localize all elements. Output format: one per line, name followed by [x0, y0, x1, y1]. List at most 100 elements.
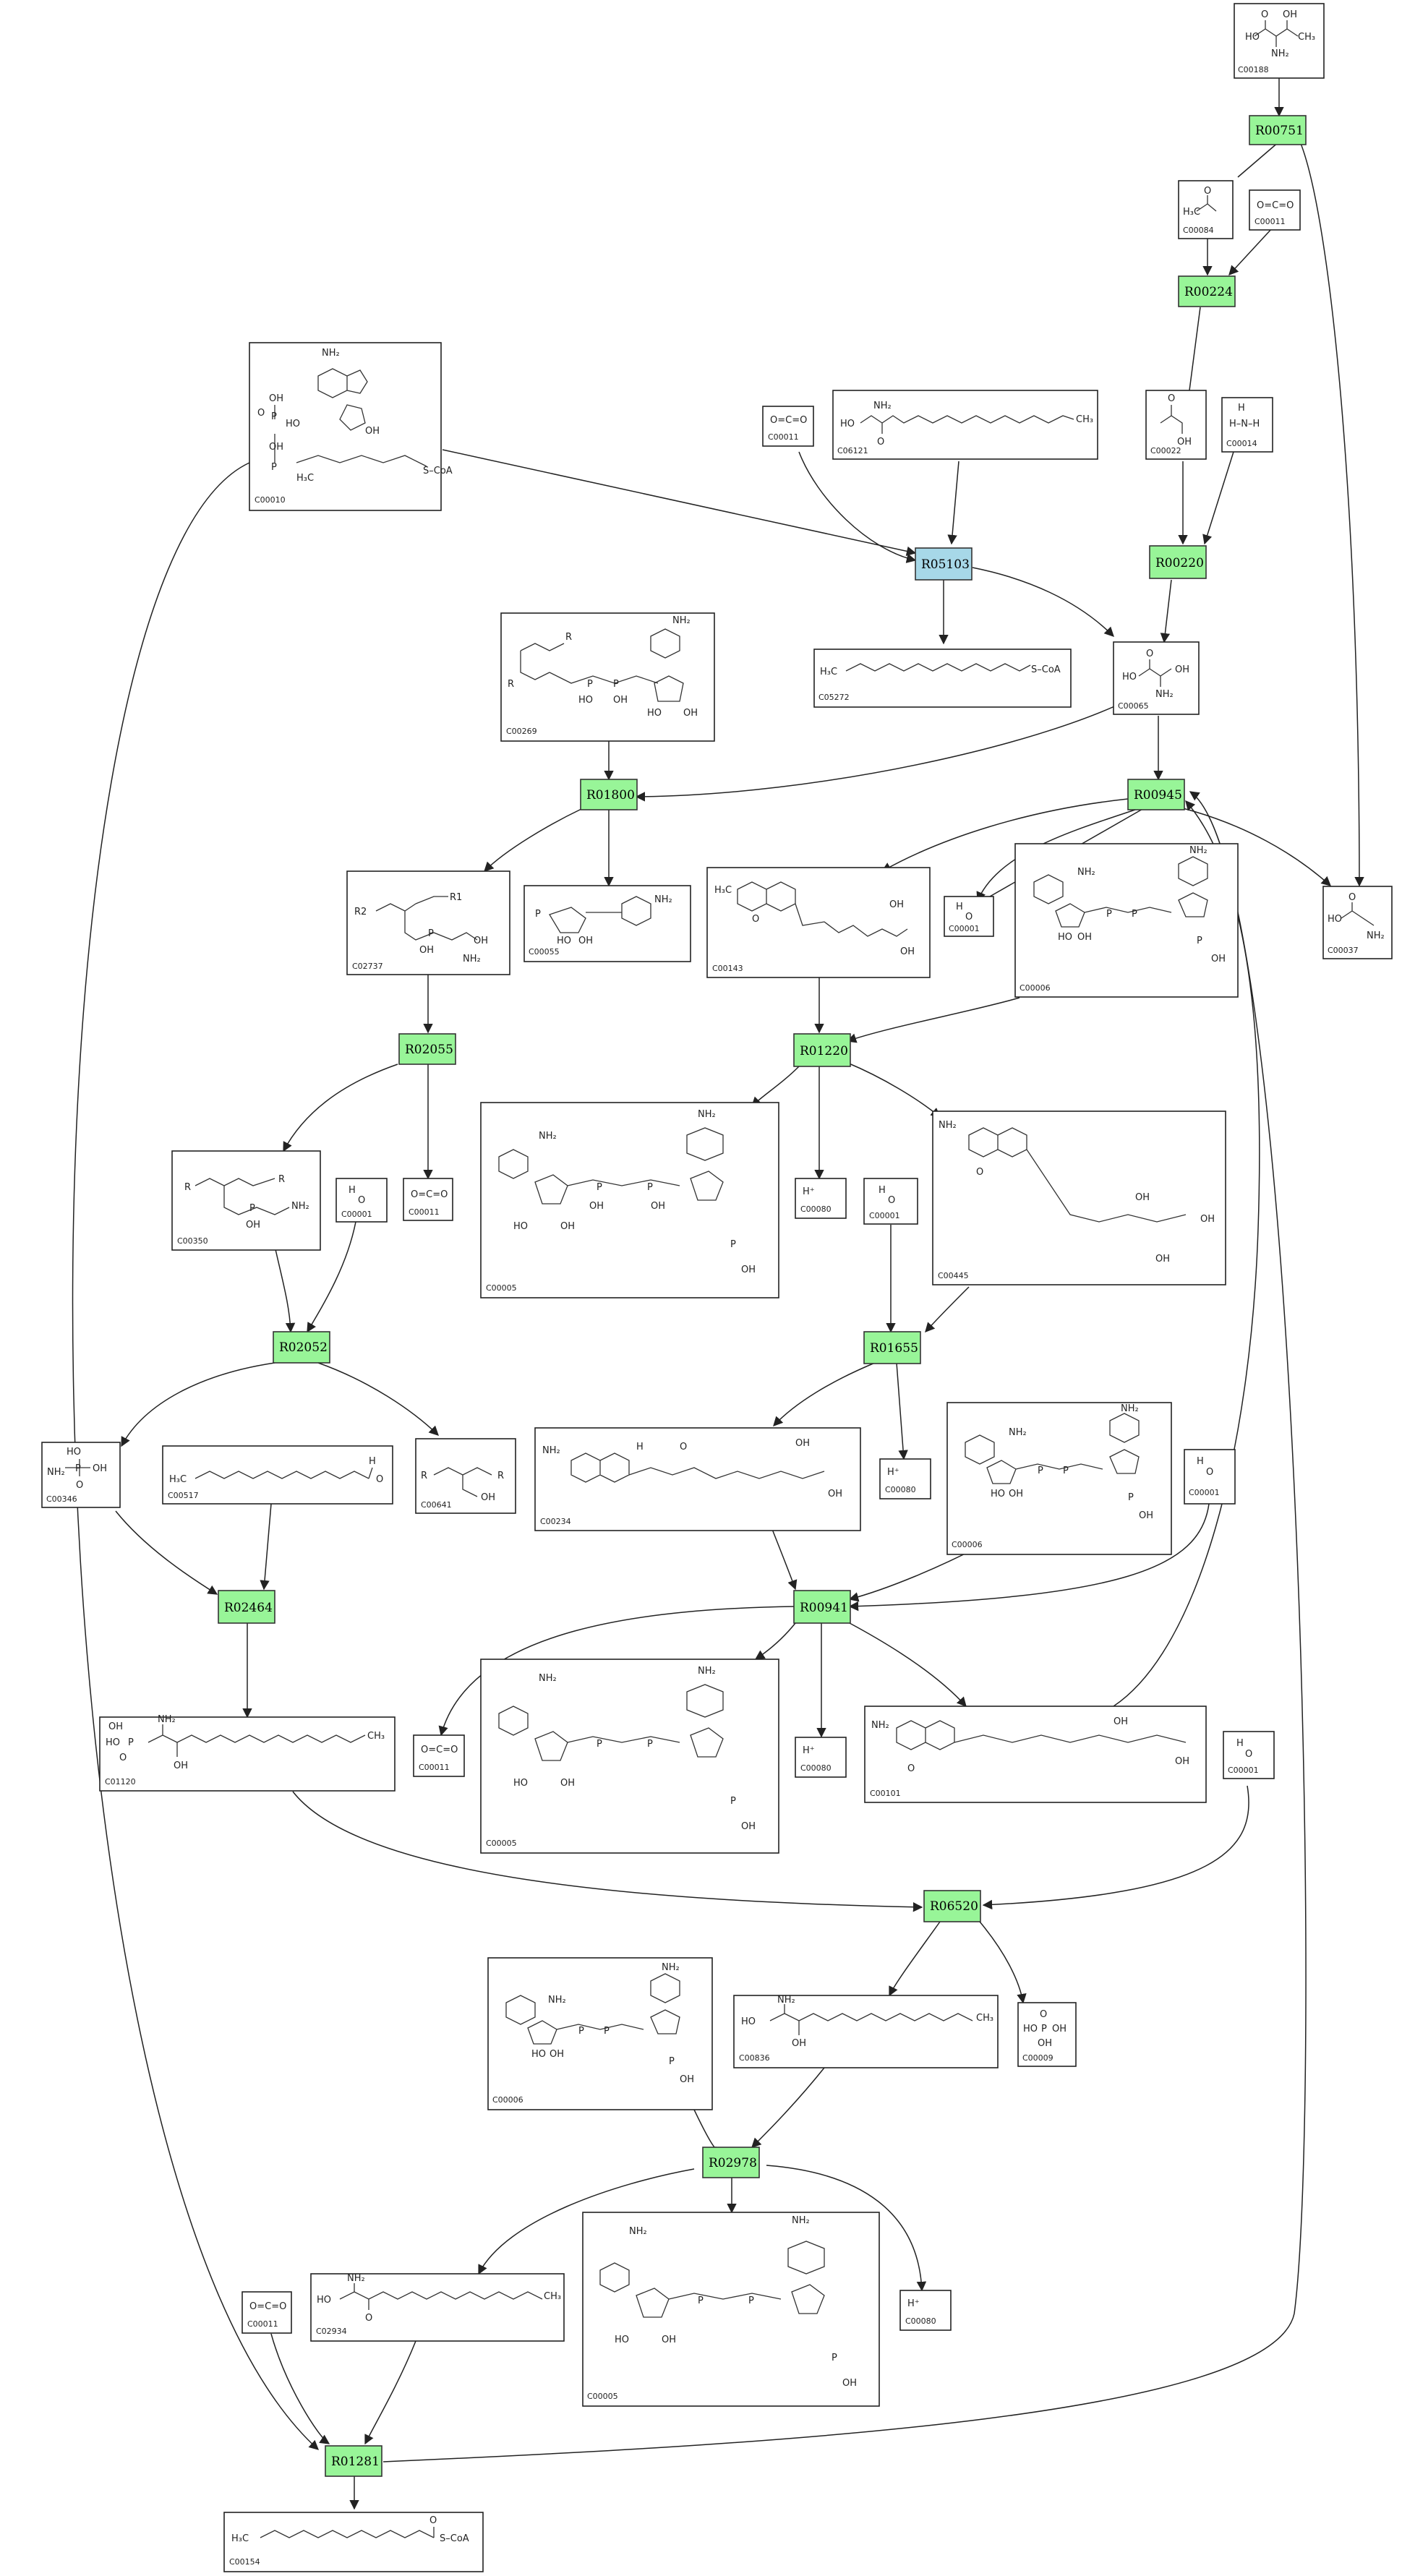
compound-c01120[interactable]: OH HO P O NH₂ OH CH₃ C01120: [99, 1714, 396, 1792]
compound-c00001[interactable]: H O C00001: [1223, 1731, 1275, 1779]
svg-text:CH₃: CH₃: [1076, 414, 1093, 425]
compound-c00006[interactable]: NH₂ NH₂ P P HO OH P OH C00006: [1014, 843, 1239, 998]
compound-c06121[interactable]: HO NH₂ O CH₃ C06121: [832, 390, 1098, 460]
svg-text:OH: OH: [651, 1201, 665, 1212]
compound-c00084[interactable]: H₃C O C00084: [1178, 180, 1234, 239]
edge: [1237, 141, 1280, 178]
svg-text:OH: OH: [900, 946, 915, 957]
reaction-r02464[interactable]: R02464: [218, 1590, 275, 1624]
reaction-r00941[interactable]: R00941: [793, 1590, 851, 1624]
svg-text:OH: OH: [1038, 2038, 1052, 2049]
reaction-r05103[interactable]: R05103: [915, 547, 973, 581]
svg-text:P: P: [597, 1739, 602, 1750]
reaction-r00945[interactable]: R00945: [1127, 779, 1185, 810]
compound-c00014[interactable]: H H–N–H C00014: [1221, 397, 1273, 453]
svg-text:OH: OH: [589, 1201, 604, 1212]
compound-c00836[interactable]: HO NH₂ OH CH₃ C00836: [733, 1995, 999, 2068]
reaction-r01655[interactable]: R01655: [863, 1331, 921, 1364]
compound-c00022[interactable]: O OH C00022: [1145, 390, 1207, 460]
compound-c00037[interactable]: HO O NH₂ C00037: [1322, 886, 1393, 959]
svg-text:C00350: C00350: [177, 1236, 208, 1246]
compound-c00001[interactable]: H O C00001: [863, 1178, 918, 1225]
reaction-r01800[interactable]: R01800: [580, 779, 638, 810]
svg-text:C00001: C00001: [341, 1210, 372, 1219]
compound-c00234[interactable]: NH₂ OH OH H O C00234: [534, 1427, 861, 1531]
svg-text:HO: HO: [106, 1737, 120, 1748]
svg-text:H₃C: H₃C: [296, 473, 314, 484]
svg-text:R06520: R06520: [930, 1899, 978, 1914]
reaction-r01220[interactable]: R01220: [793, 1033, 851, 1067]
compound-c00006[interactable]: NH₂ NH₂ P P HO OH P OH C00006: [487, 1957, 713, 2110]
reaction-r00224[interactable]: R00224: [1178, 275, 1236, 307]
compound-c00055[interactable]: P HO OH NH₂ C00055: [523, 885, 691, 962]
svg-text:C00006: C00006: [492, 2095, 523, 2105]
svg-text:HO: HO: [1122, 672, 1137, 682]
compound-c00011[interactable]: O=C=O C00011: [241, 2291, 292, 2334]
svg-text:R: R: [508, 679, 514, 690]
svg-text:C00011: C00011: [768, 432, 799, 442]
svg-text:C00006: C00006: [952, 1540, 983, 1549]
compound-c00010[interactable]: NH₂ OH O P HO OH P H₃C OH S–CoA C00010: [249, 342, 453, 511]
reaction-r01281[interactable]: R01281: [325, 2445, 382, 2477]
svg-text:C00346: C00346: [46, 1494, 77, 1504]
svg-text:C00011: C00011: [419, 1763, 450, 1772]
compound-c00006[interactable]: NH₂ NH₂ P P HO OH P OH C00006: [946, 1402, 1172, 1555]
compound-c00001[interactable]: H O C00001: [944, 896, 994, 937]
compound-c00009[interactable]: O HO P OH OH C00009: [1017, 2002, 1077, 2067]
compound-c00005[interactable]: NH₂ NH₂ P P HO OH OH OH P OH C00005: [480, 1102, 779, 1298]
compound-c00080[interactable]: H⁺ C00080: [899, 2290, 952, 2331]
svg-text:OH: OH: [1283, 9, 1297, 20]
compound-c02934[interactable]: HO NH₂ O CH₃ C02934: [310, 2273, 565, 2342]
compound-c00269[interactable]: NH₂ R R P P HO OH HO OH C00269: [500, 612, 715, 742]
svg-text:H: H: [879, 1185, 886, 1196]
svg-text:C00037: C00037: [1328, 946, 1359, 955]
compound-c00143[interactable]: H₃C OH OH O C00143: [706, 867, 931, 978]
compound-c00154[interactable]: H₃C O S–CoA C00154: [223, 2512, 484, 2572]
svg-text:P: P: [271, 411, 277, 422]
svg-text:C00055: C00055: [529, 947, 560, 957]
compound-c02737[interactable]: R2 R1 P OH OH NH₂ C02737: [346, 870, 510, 975]
svg-text:C00011: C00011: [247, 2319, 278, 2329]
compound-c00001[interactable]: H O C00001: [1184, 1449, 1236, 1505]
svg-text:NH₂: NH₂: [347, 2273, 365, 2284]
compound-c00011[interactable]: O=C=O C00011: [413, 1734, 465, 1777]
reaction-r06520[interactable]: R06520: [923, 1890, 981, 1922]
compound-c00080[interactable]: H⁺ C00080: [795, 1178, 847, 1219]
svg-text:C06121: C06121: [837, 446, 868, 455]
svg-text:HO: HO: [1328, 914, 1342, 925]
compound-c00005[interactable]: NH₂ NH₂ P P HO OH P OH C00005: [582, 2212, 880, 2407]
compound-c05272[interactable]: H₃C S–CoA C05272: [813, 649, 1072, 708]
compound-c00011[interactable]: O=C=O C00011: [403, 1178, 453, 1221]
svg-text:R: R: [421, 1471, 427, 1481]
svg-text:NH₂: NH₂: [463, 954, 481, 964]
compound-c00080[interactable]: H⁺ C00080: [795, 1737, 847, 1778]
compound-c00011[interactable]: O=C=O C00011: [1249, 189, 1301, 231]
svg-text:OH: OH: [680, 2074, 694, 2085]
svg-text:O: O: [907, 1763, 915, 1774]
compound-c00101[interactable]: NH₂ OH OH O C00101: [864, 1706, 1207, 1803]
reaction-r02055[interactable]: R02055: [398, 1033, 456, 1065]
svg-text:C00005: C00005: [486, 1839, 517, 1848]
svg-text:H: H: [1197, 1456, 1204, 1467]
reaction-r00220[interactable]: R00220: [1149, 545, 1207, 579]
compound-c00641[interactable]: R R OH C00641: [415, 1438, 516, 1514]
svg-text:P: P: [698, 2295, 704, 2306]
compound-c00346[interactable]: HO NH₂ P OH O C00346: [41, 1442, 121, 1508]
compound-c00188[interactable]: HO O OH CH₃ NH₂ C00188: [1234, 3, 1325, 79]
svg-text:R: R: [497, 1471, 504, 1481]
svg-text:H: H: [349, 1185, 356, 1196]
compound-c00080[interactable]: H⁺ C00080: [879, 1458, 931, 1499]
compound-c00001[interactable]: H O C00001: [335, 1178, 388, 1223]
reaction-r02052[interactable]: R02052: [273, 1331, 330, 1364]
svg-text:OH: OH: [1114, 1716, 1128, 1727]
compound-c00065[interactable]: HO O OH NH₂ C00065: [1113, 641, 1200, 715]
compound-c00005[interactable]: NH₂ NH₂ P P HO OH P OH C00005: [480, 1659, 779, 1854]
compound-c00445[interactable]: NH₂ OH OH OH O C00445: [932, 1111, 1226, 1285]
compound-c00011[interactable]: O=C=O C00011: [762, 406, 814, 447]
compound-c00517[interactable]: H₃C H O C00517: [162, 1445, 393, 1505]
reaction-r00751[interactable]: R00751: [1249, 115, 1307, 145]
compound-c00350[interactable]: R R P OH NH₂ C00350: [171, 1150, 321, 1251]
svg-text:NH₂: NH₂: [1271, 48, 1289, 59]
reaction-r02978[interactable]: R02978: [702, 2147, 760, 2178]
edge: [751, 2067, 825, 2148]
